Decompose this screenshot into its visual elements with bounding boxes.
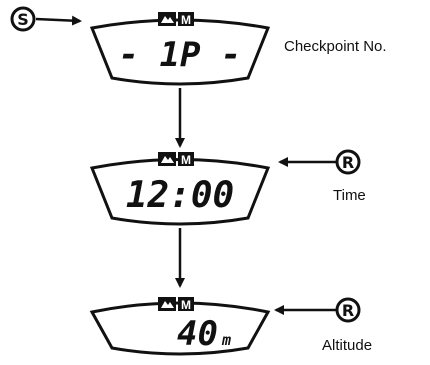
mode-icons: M	[158, 297, 194, 312]
display-panel-altitude: M 40 m	[89, 297, 271, 356]
r-button-icon[interactable]	[335, 297, 361, 323]
s-button-arrow	[35, 15, 82, 26]
m-icon: M	[181, 153, 191, 167]
r-button-callout-altitude[interactable]: R	[274, 297, 361, 323]
r-button-icon[interactable]	[335, 149, 361, 175]
r-button-label: R	[342, 301, 354, 320]
lcd-frame	[89, 18, 271, 86]
lcd-frame	[89, 158, 271, 226]
s-button-label: S	[17, 10, 29, 29]
checkpoint-display: - 1P -	[119, 35, 242, 75]
label-altitude: Altitude	[322, 337, 372, 354]
m-icon-box	[178, 152, 194, 166]
display-panel-time: M 12:00	[89, 152, 271, 226]
mode-icons: M	[158, 152, 194, 167]
lcd-frame	[89, 301, 271, 356]
r-button-callout-time[interactable]: R	[278, 149, 361, 175]
label-time: Time	[333, 187, 366, 204]
label-checkpoint-no: Checkpoint No.	[284, 38, 387, 55]
mountain-icon	[161, 301, 174, 308]
mode-icons: M	[158, 12, 194, 27]
m-icon-box	[178, 12, 194, 26]
display-panel-checkpoint: M - 1P -	[89, 12, 271, 86]
altitude-display: 40	[177, 314, 218, 354]
altitude-unit: m	[221, 331, 231, 349]
m-icon: M	[181, 298, 191, 312]
mountain-icon	[161, 156, 174, 163]
r-button-label: R	[342, 153, 354, 172]
m-icon-box	[178, 297, 194, 311]
m-icon: M	[181, 13, 191, 27]
time-display: 12:00	[126, 175, 234, 216]
s-button-callout[interactable]: S	[10, 6, 82, 32]
mountain-icon	[161, 16, 174, 23]
s-button-icon[interactable]	[10, 6, 36, 32]
